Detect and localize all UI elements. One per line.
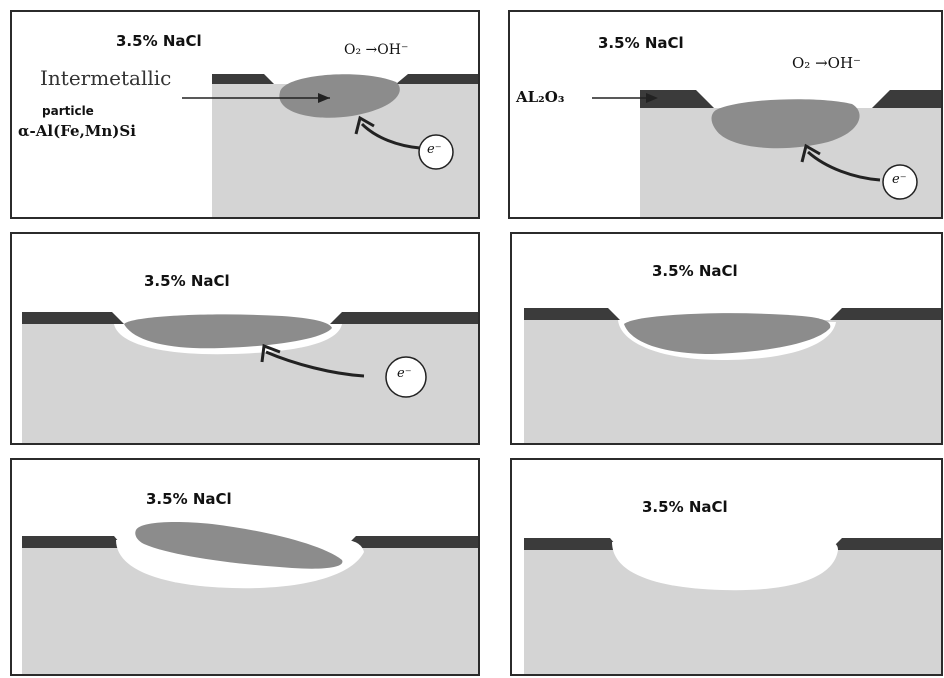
oxide-layer-left: [22, 312, 124, 324]
oxide-layer-right: [330, 312, 478, 324]
oxide-layer-right: [830, 308, 941, 320]
electron-circle: [418, 134, 454, 170]
particle-formula-label: α-Al(Fe,Mn)Si: [18, 122, 136, 140]
electron-flow-arrowhead: [260, 343, 281, 363]
particle-pointer-arrowhead: [318, 93, 330, 103]
panel-6-drawing: [524, 538, 941, 674]
panel-1-drawing: [182, 74, 478, 217]
electron-circle: [882, 164, 918, 200]
intermetallic-particle: [624, 313, 831, 354]
electron-flow-arrow: [265, 350, 365, 378]
panel-5-particle-detachment: 3.5% NaCl: [10, 458, 480, 676]
oxide-layer-right: [872, 90, 941, 108]
cathodic-reaction-label: O₂ →OH⁻: [344, 42, 409, 58]
intermetallic-particle: [135, 522, 343, 569]
intermetallic-particle: [711, 99, 860, 149]
electron-flow-arrow: [360, 122, 421, 150]
electron-label: e⁻: [397, 366, 412, 381]
particle-word-label: particle: [42, 104, 94, 118]
oxide-layer-right: [344, 536, 478, 548]
panel-3-dissolution-start: 3.5% NaCl e⁻: [10, 232, 480, 445]
solution-label: 3.5% NaCl: [144, 272, 230, 290]
oxide-label: AL₂O₃: [516, 88, 565, 106]
solution-label: 3.5% NaCl: [598, 34, 684, 52]
oxide-layer-left: [22, 536, 124, 548]
oxide-layer-left: [524, 538, 620, 550]
electron-flow-arrowhead: [354, 115, 375, 135]
oxide-layer-left: [212, 74, 274, 84]
panel-2-drawing: [592, 90, 941, 217]
solution-label: 3.5% NaCl: [652, 262, 738, 280]
oxide-layer-left: [524, 308, 620, 320]
panel-4-drawing: [524, 308, 941, 443]
oxide-layer-right: [830, 538, 941, 550]
intermetallic-particle: [124, 314, 332, 349]
electron-flow-arrowhead: [800, 143, 821, 163]
solution-label: 3.5% NaCl: [146, 490, 232, 508]
panel-5-drawing: [22, 522, 478, 674]
oxide-layer-right: [396, 74, 478, 84]
intermetallic-particle: [279, 74, 400, 118]
panel-2-oxide-layer: 3.5% NaCl O₂ →OH⁻ AL₂O₃ e⁻: [508, 10, 943, 219]
particle-title-label: Intermetallic: [40, 66, 172, 90]
cathodic-reaction-label: O₂ →OH⁻: [792, 54, 861, 72]
panel-6-open-pit: 3.5% NaCl: [510, 458, 943, 676]
electron-circle: [385, 356, 427, 398]
panel-1-initial-particle: 3.5% NaCl O₂ →OH⁻ Intermetallic particle…: [10, 10, 480, 219]
electron-label: e⁻: [892, 172, 907, 187]
panel-3-drawing: [22, 312, 478, 443]
electron-label: e⁻: [427, 142, 442, 157]
solution-label: 3.5% NaCl: [116, 32, 202, 50]
oxide-layer-left: [640, 90, 714, 108]
solution-label: 3.5% NaCl: [642, 498, 728, 516]
electron-flow-arrow: [807, 150, 881, 182]
oxide-pointer-arrowhead: [646, 93, 658, 103]
panel-4-pit-growth: 3.5% NaCl: [510, 232, 943, 445]
pit-cavity: [612, 542, 838, 591]
